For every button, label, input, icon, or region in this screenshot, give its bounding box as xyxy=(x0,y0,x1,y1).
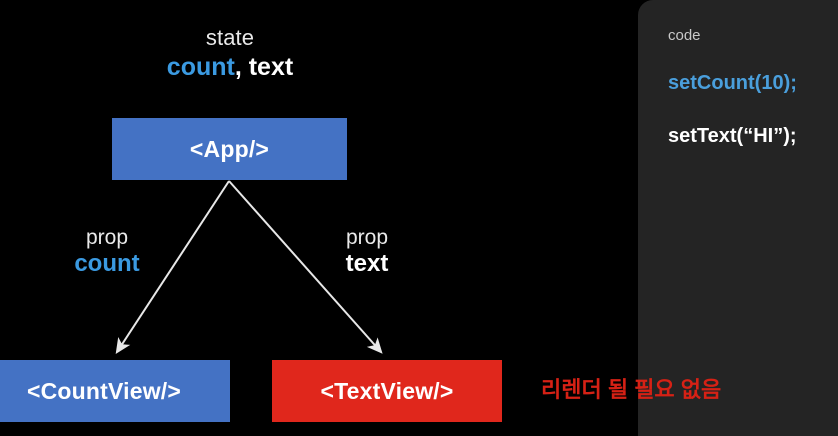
state-variable-text: , text xyxy=(234,52,294,81)
node-countview-label: <CountView/> xyxy=(26,377,182,404)
state-caption: state count, text xyxy=(105,25,355,81)
state-variable-count: count xyxy=(166,52,235,81)
no-rerender-note: 리렌더 될 필요 없음 xyxy=(541,377,722,402)
node-app-label: <App/> xyxy=(189,135,270,162)
prop-count-name: count xyxy=(74,249,140,277)
code-line-setcount: setCount(10); xyxy=(668,72,797,94)
prop-label-text: prop text xyxy=(315,226,419,277)
node-textview[interactable]: <TextView/> xyxy=(272,360,502,422)
state-label: state xyxy=(205,25,255,50)
node-textview-label: <TextView/> xyxy=(320,377,454,404)
node-countview[interactable]: <CountView/> xyxy=(0,360,230,422)
state-variables: count, text xyxy=(105,53,355,81)
code-line-settext: setText(“HI”); xyxy=(668,125,797,147)
node-app[interactable]: <App/> xyxy=(112,118,347,180)
prop-text-keyword: prop xyxy=(345,226,389,249)
prop-count-keyword: prop xyxy=(85,226,129,249)
prop-label-count: prop count xyxy=(52,226,162,277)
code-panel: code setCount(10); setText(“HI”); xyxy=(638,0,838,436)
prop-text-name: text xyxy=(345,249,389,277)
code-panel-title: code xyxy=(668,27,701,44)
